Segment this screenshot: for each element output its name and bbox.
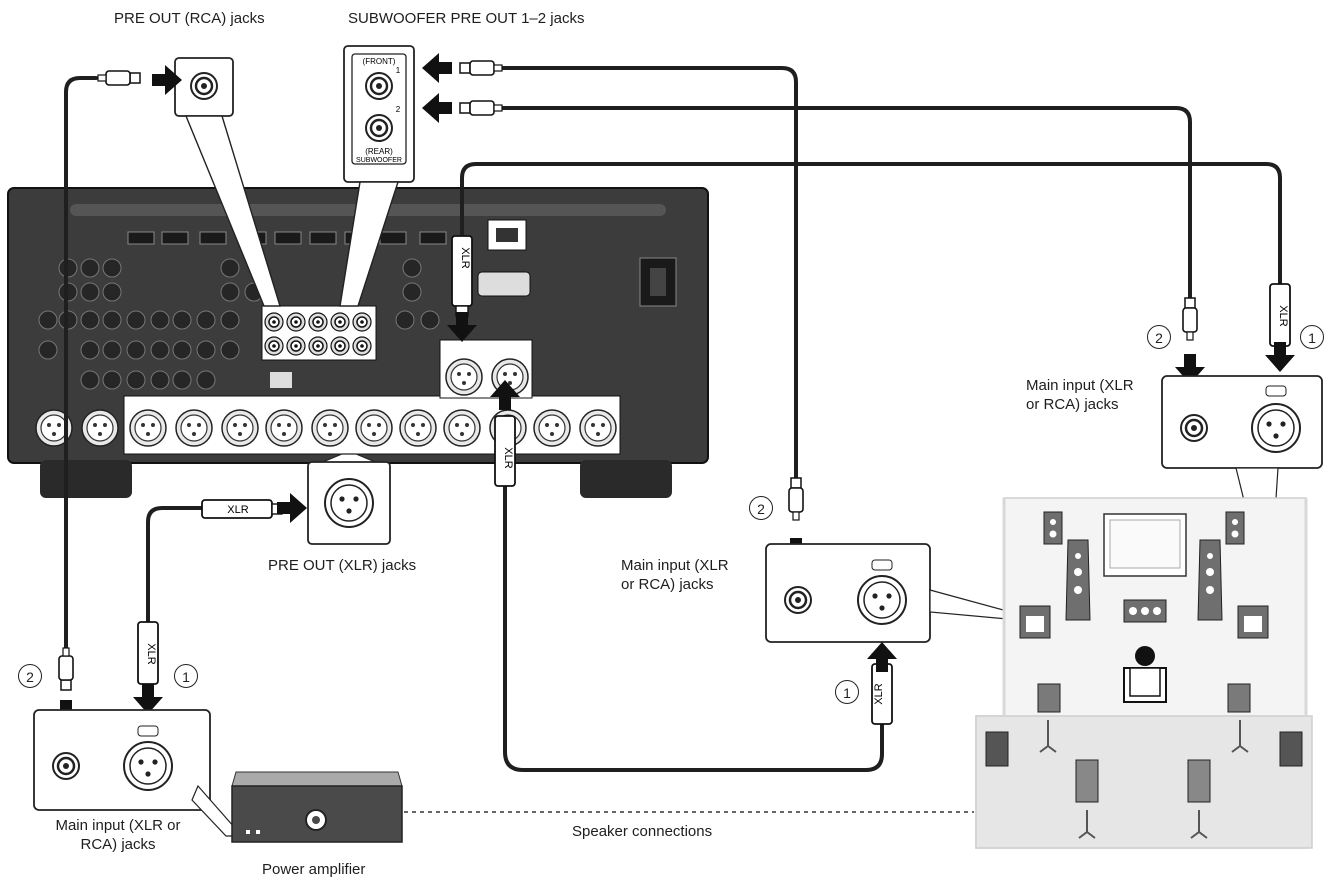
xlr-cable-sub-right [460, 162, 1282, 294]
av-receiver [7, 187, 709, 498]
step-2-badge-center: 2 [749, 496, 773, 520]
pre-out-xlr-label: PRE OUT (XLR) jacks [268, 557, 417, 574]
xlr-plug-left-amp: XLR [137, 621, 159, 685]
subwoofer-pre-out-callout: (FRONT) 1 2 (REAR) SUBWOOFER [339, 45, 415, 307]
amp-input-panel-left [33, 709, 244, 837]
pre-out-rca-callout [174, 57, 281, 307]
svg-text:XLR: XLR [1277, 305, 1289, 326]
rca-cable-pre-out [64, 76, 98, 652]
xlr-plug-horizontal: XLR [201, 499, 283, 519]
xlr-plug-top: XLR [451, 235, 473, 317]
power-amplifier-label: Power amplifier [262, 861, 366, 878]
step-2-badge-right: 2 [1147, 325, 1171, 349]
main-input-left-label: Main input (XLR or RCA) jacks [55, 817, 181, 853]
svg-text:XLR: XLR [502, 447, 514, 468]
xlr-plug-center-amp: XLR [871, 663, 893, 725]
step-1-badge-left: 1 [174, 664, 198, 688]
xlr-plugs: XLR XLR XLR XLR XLR XLR [137, 235, 1291, 725]
main-input-right-label: Main input (XLR or RCA) jacks [1026, 377, 1134, 413]
power-amplifier [231, 771, 403, 843]
step-2-badge-left: 2 [18, 664, 42, 688]
svg-text:XLR: XLR [873, 683, 885, 704]
speaker-connections-label: Speaker connections [572, 823, 713, 840]
sub-subwoofer-label: SUBWOOFER [356, 157, 402, 164]
svg-text:XLR: XLR [459, 247, 471, 268]
rca-cable-sub-1 [500, 66, 798, 480]
pre-out-xlr-callout [307, 453, 391, 545]
main-input-center-label: Main input (XLR or RCA) jacks [621, 557, 729, 593]
svg-text:XLR: XLR [145, 643, 157, 664]
amp-input-panel-center [765, 543, 1019, 643]
listening-room [975, 497, 1313, 849]
sub-front-label: (FRONT) [363, 57, 396, 66]
pre-out-rca-label: PRE OUT (RCA) jacks [114, 10, 265, 27]
xlr-cable-pre-out [146, 506, 204, 627]
sub-1-label: 1 [396, 66, 401, 75]
sub-2-label: 2 [396, 105, 401, 114]
subwoofer-pre-out-label: SUBWOOFER PRE OUT 1–2 jacks [348, 10, 585, 27]
step-1-badge-center: 1 [835, 680, 859, 704]
step-1-badge-right: 1 [1300, 325, 1324, 349]
sub-rear-label: (REAR) [365, 147, 393, 156]
rca-cable-sub-2 [500, 106, 1192, 300]
cable-layer [64, 66, 1282, 772]
xlr-plug-right-amp: XLR [1269, 283, 1291, 347]
svg-text:XLR: XLR [227, 504, 248, 516]
xlr-plug-center-up: XLR [494, 415, 516, 487]
xlr-cable-center [503, 482, 884, 772]
